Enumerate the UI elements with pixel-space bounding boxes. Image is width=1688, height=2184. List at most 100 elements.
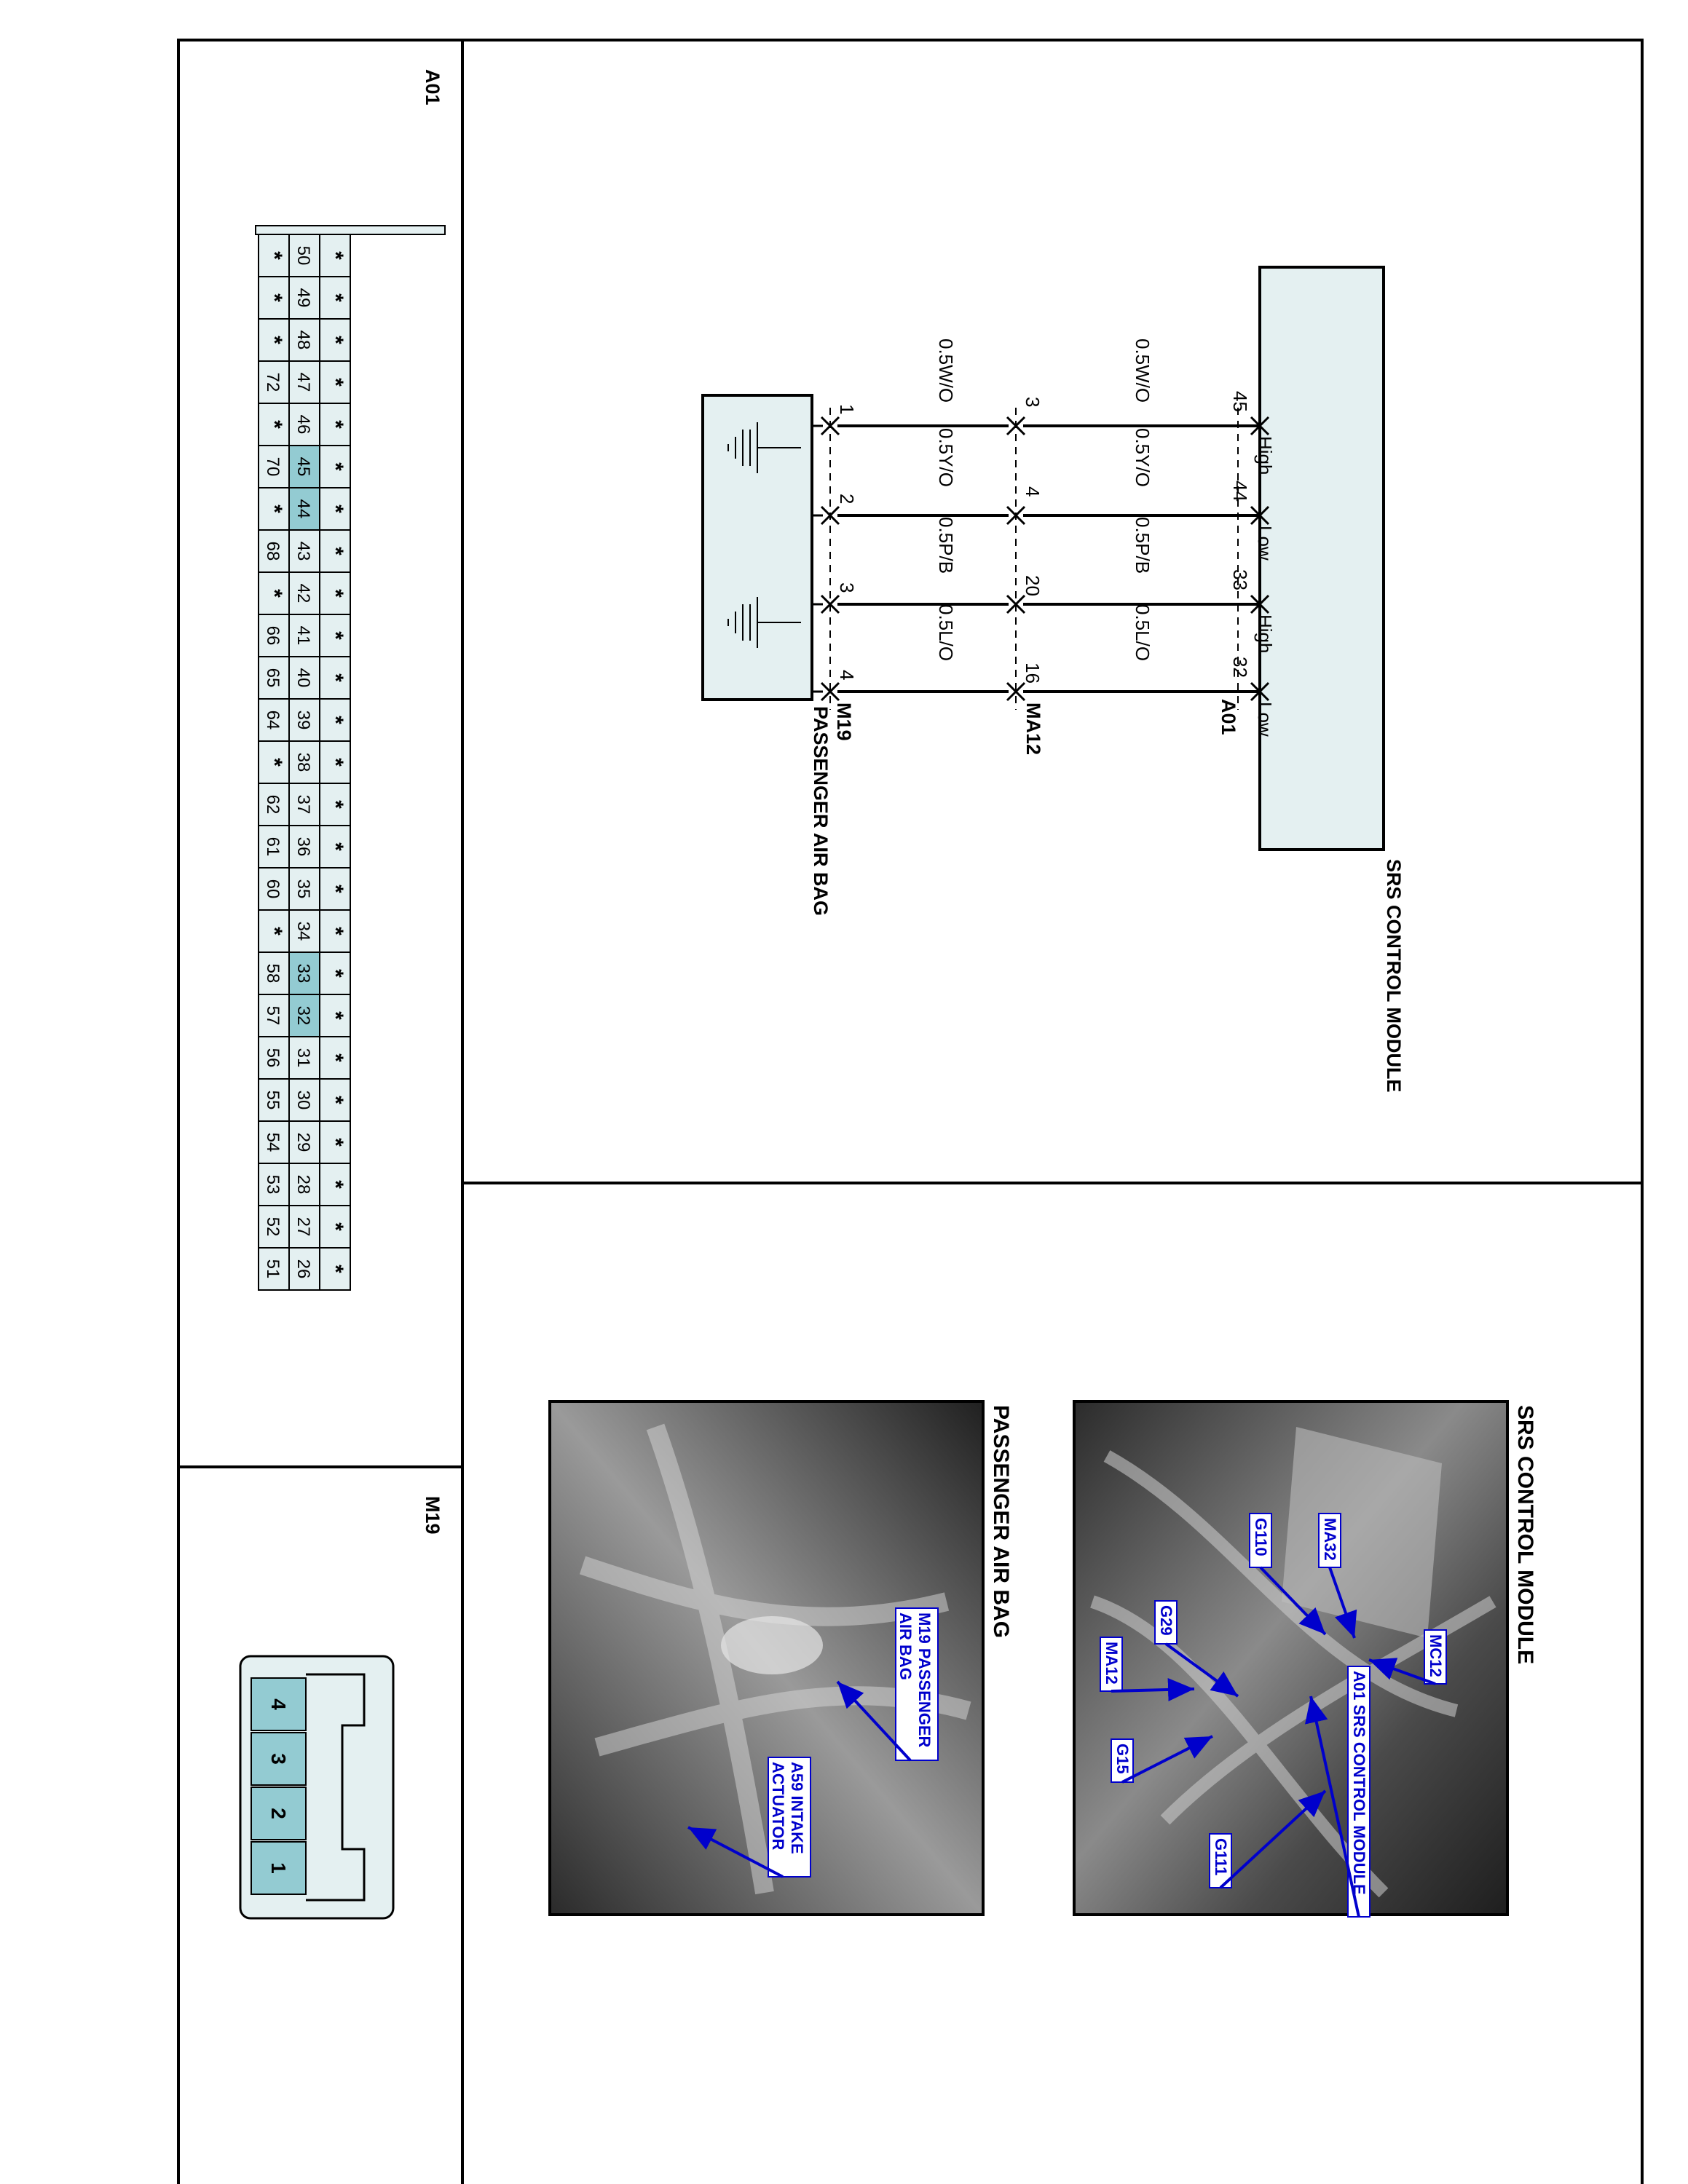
- a01-cell-value: 65: [263, 668, 283, 688]
- srs-module-box: [1258, 266, 1385, 851]
- callout-box: [768, 1757, 811, 1878]
- a01-cell: [319, 234, 351, 277]
- a01-cell-value: 28: [293, 1175, 313, 1195]
- module-pin-chevron-b: [1258, 416, 1270, 436]
- callout-label-line1: A59 INTAKE: [788, 1762, 806, 1854]
- a01-cell-value: *: [323, 505, 347, 513]
- a01-cell: [258, 234, 290, 277]
- a01-cell-value: 37: [293, 795, 313, 815]
- connector-a01: A01 ***72*70*68*666564*626160*5857565554…: [255, 69, 446, 1291]
- a01-cell-value: *: [323, 462, 347, 471]
- a01-cell: [319, 909, 351, 953]
- wire-label-lower: 0.5L/O: [935, 604, 957, 661]
- a01-cell-value: 40: [293, 668, 313, 688]
- a01-cell-value: *: [323, 1180, 347, 1189]
- a01-cell: [319, 403, 351, 446]
- a01-cell: [319, 360, 351, 404]
- m19-pin-label: 3: [267, 1753, 290, 1765]
- callout-label-line1: M19 PASSENGER: [915, 1613, 934, 1748]
- a01-cell-value: 48: [293, 331, 313, 350]
- callout-box: [1111, 1738, 1134, 1783]
- a01-cell: [319, 614, 351, 657]
- wire-label-upper: 0.5P/B: [1132, 517, 1153, 574]
- schematic: SRS CONTROL MODULE A01 PASSENGER AIR BAG…: [701, 266, 1405, 1093]
- module-connector-id: A01: [1218, 699, 1239, 735]
- ma12-pin-number: 16: [1022, 662, 1044, 684]
- a01-cell: [258, 487, 290, 531]
- a01-cell-value: 36: [293, 837, 313, 857]
- a01-cell: [319, 783, 351, 826]
- a01-cell-value: 50: [293, 246, 313, 266]
- m19-pin-chevron-b: [828, 681, 840, 702]
- m19-pin: [251, 1787, 307, 1840]
- ma12-pin-number: 20: [1022, 575, 1044, 596]
- callout-label: G29: [1157, 1605, 1175, 1636]
- a01-cell: [258, 1205, 290, 1249]
- a01-cell: [288, 234, 320, 277]
- module-pin-chevron-b: [1258, 594, 1270, 614]
- a01-cell: [288, 1163, 320, 1206]
- callout-arrow: [1328, 1567, 1357, 1639]
- a01-cell-value: 29: [293, 1133, 313, 1152]
- a01-cell-value: *: [323, 1011, 347, 1020]
- a01-cell-value: *: [323, 800, 347, 809]
- callout-label: G15: [1113, 1744, 1132, 1774]
- a01-cell-value: *: [323, 673, 347, 682]
- a01-cell-value: 35: [293, 879, 313, 899]
- a01-cell-value: 68: [263, 542, 283, 561]
- a01-cell-value: *: [323, 589, 347, 598]
- m19-latch: [306, 1673, 366, 1902]
- m19-id: M19: [422, 1496, 443, 1535]
- module-pin-chevron-b: [1258, 505, 1270, 526]
- a01-cell-value: 51: [263, 1259, 283, 1279]
- a01-cell: [319, 276, 351, 320]
- module-pin-number: 45: [1229, 391, 1251, 412]
- a01-cell: [288, 951, 320, 995]
- a01-cell: [288, 698, 320, 742]
- a01-cell-value: 44: [293, 499, 313, 519]
- a01-cell: [288, 360, 320, 404]
- a01-cell-value: 32: [293, 1006, 313, 1026]
- a01-cell: [258, 951, 290, 995]
- module-pin-mode: High: [1254, 436, 1276, 475]
- m19-pin: [251, 1732, 307, 1786]
- module-pin-number: 32: [1229, 657, 1251, 678]
- a01-cell-value: 42: [293, 584, 313, 604]
- wire-label-upper: 0.5W/O: [1132, 339, 1153, 403]
- callout-arrow: [1219, 1789, 1327, 1889]
- inline-connector-id: MA12: [1022, 703, 1044, 755]
- callout-arrow: [687, 1826, 784, 1878]
- a01-cell-value: 26: [293, 1259, 313, 1279]
- a01-cell-value: *: [262, 927, 286, 935]
- callout-arrow: [1305, 1696, 1360, 1918]
- a01-cell-value: *: [323, 1138, 347, 1147]
- a01-cell-value: *: [323, 420, 347, 429]
- module-pin-mode: High: [1254, 614, 1276, 653]
- a01-cell-value: 61: [263, 837, 283, 857]
- a01-cell-value: 39: [293, 711, 313, 730]
- a01-cell-value: 49: [293, 288, 313, 308]
- a01-cell: [319, 529, 351, 573]
- a01-cell: [319, 571, 351, 615]
- srs-module-label: SRS CONTROL MODULE: [1383, 859, 1405, 1093]
- a01-cell-value: *: [262, 758, 286, 767]
- squib-symbol-1: [727, 422, 801, 473]
- a01-id: A01: [422, 69, 443, 106]
- a01-tab: [255, 225, 446, 235]
- a01-cell: [319, 1120, 351, 1164]
- a01-cell: [319, 951, 351, 995]
- a01-cell-value: *: [323, 336, 347, 344]
- callout-arrow: [1111, 1677, 1195, 1701]
- a01-cell-value: 47: [293, 373, 313, 392]
- a01-cell-value: 31: [293, 1048, 313, 1068]
- m19-pin-label: 2: [267, 1808, 290, 1819]
- a01-cell-value: 72: [263, 373, 283, 392]
- a01-cell-value: *: [323, 1222, 347, 1231]
- m19-pin-number: 3: [836, 582, 858, 593]
- module-pin-number: 44: [1229, 480, 1251, 502]
- a01-cell: [258, 909, 290, 953]
- m19-pin-label: 1: [267, 1862, 290, 1874]
- a01-cell-value: *: [323, 927, 347, 935]
- a01-cell-value: *: [262, 505, 286, 513]
- a01-cell-value: 66: [263, 626, 283, 646]
